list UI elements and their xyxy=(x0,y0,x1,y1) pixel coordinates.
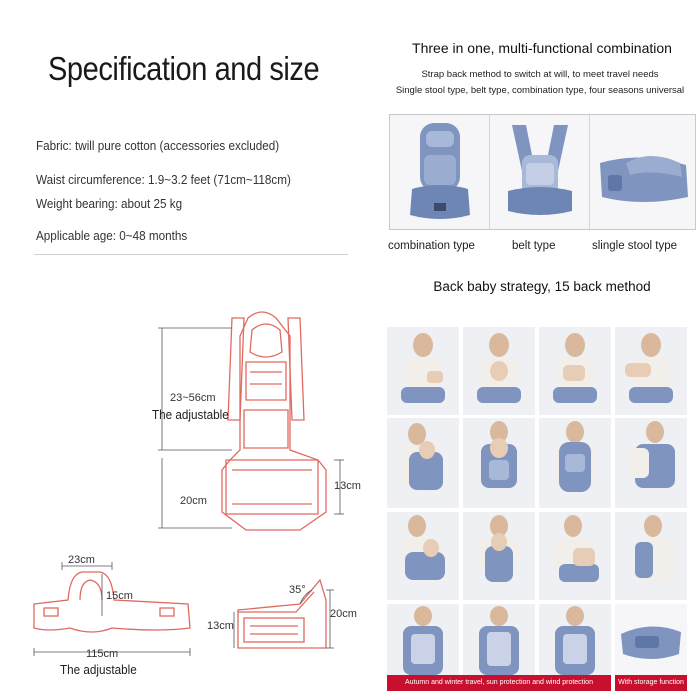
stool-type-photo xyxy=(590,115,695,229)
belt-dimension-lines xyxy=(33,562,191,656)
stool-dimension-lines xyxy=(233,589,334,649)
dimension-lines xyxy=(158,327,344,529)
label-stool-type: slingle stool type xyxy=(592,240,678,252)
carry-method-photo xyxy=(615,418,687,508)
spec-divider xyxy=(34,254,348,255)
carrier-outline xyxy=(221,311,327,531)
belt-type-photo xyxy=(490,115,590,229)
dim-belt-top: 23cm xyxy=(68,554,95,566)
carry-method-photo xyxy=(463,604,535,675)
banner-storage: With storage function xyxy=(615,675,687,691)
belt-carrier-illustration xyxy=(508,125,572,215)
dim-adjustable-top: The adjustable xyxy=(152,407,229,422)
combo-subtitle-1: Strap back method to switch at will, to … xyxy=(421,69,659,80)
dim-stool-angle: 35° xyxy=(289,584,306,596)
stool-carrier-illustration xyxy=(600,156,688,202)
carry-method-photo xyxy=(387,604,459,675)
waist-belt-outline xyxy=(33,571,191,633)
label-belt-type: belt type xyxy=(512,240,556,252)
dim-stool-height: 20cm xyxy=(330,608,357,620)
dim-height-range: 23~56cm xyxy=(170,392,216,404)
dim-stool-side: 13cm xyxy=(207,620,234,632)
carry-method-photo xyxy=(463,327,535,415)
storage-pouch-photo xyxy=(615,604,687,675)
spec-fabric: Fabric: twill pure cotton (accessories e… xyxy=(36,138,280,153)
carry-method-photo xyxy=(539,604,611,675)
label-combination-type: combination type xyxy=(388,240,475,252)
dim-belt-side: 15cm xyxy=(106,590,133,602)
spec-waist: Waist circumference: 1.9~3.2 feet (71cm~… xyxy=(36,172,291,187)
carry-method-photo xyxy=(387,418,459,508)
dim-belt-length: 115cm xyxy=(86,648,119,660)
spec-weight: Weight bearing: about 25 kg xyxy=(36,196,183,211)
spec-title: Specification and size xyxy=(48,50,320,87)
carry-method-photo xyxy=(615,512,687,600)
combo-subtitle-2: Single stool type, belt type, combinatio… xyxy=(395,85,685,96)
dim-waist-height: 20cm xyxy=(180,495,207,507)
carry-method-photo xyxy=(463,512,535,600)
dim-side-height: 13cm xyxy=(334,480,361,492)
carry-method-photo xyxy=(463,418,535,508)
carry-method-photo xyxy=(387,512,459,600)
carry-method-photo xyxy=(387,327,459,415)
combination-carrier-illustration xyxy=(410,123,470,219)
strategy-title: Back baby strategy, 15 back method xyxy=(433,279,651,294)
combination-type-photo xyxy=(390,115,490,229)
carry-method-photo xyxy=(539,512,611,600)
spec-age: Applicable age: 0~48 months xyxy=(36,228,188,243)
stool-outline xyxy=(237,578,327,649)
banner-winter-travel: Autumn and winter travel, sun protection… xyxy=(387,675,611,691)
combo-title: Three in one, multi-functional combinati… xyxy=(412,40,672,56)
carry-method-photo xyxy=(615,327,687,415)
carry-method-photo xyxy=(539,418,611,508)
carry-method-photo xyxy=(539,327,611,415)
carrier-type-photos xyxy=(389,114,696,230)
dim-adjustable-bottom: The adjustable xyxy=(60,662,137,677)
